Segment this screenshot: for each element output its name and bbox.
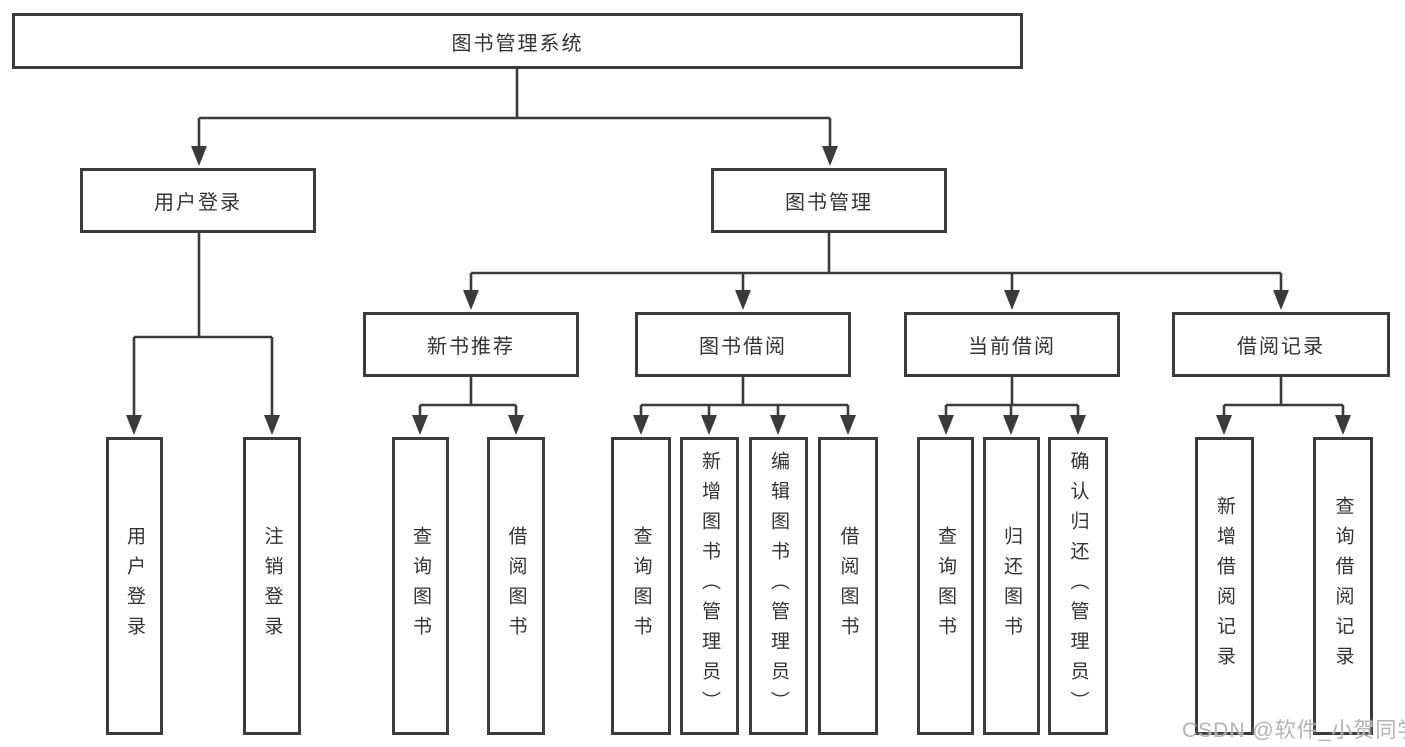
leaf-current-return-books: 归还图书 [983, 437, 1040, 735]
leaf-recommend-query-books-label: 查询图书 [410, 526, 431, 646]
arrowhead-icon [1273, 290, 1289, 310]
node-borrow-records: 借阅记录 [1172, 312, 1390, 377]
arrowhead-icon [1004, 290, 1020, 310]
leaf-recommend-query-books: 查询图书 [392, 437, 449, 735]
arrowhead-icon [1216, 415, 1232, 435]
arrowhead-icon [463, 290, 479, 310]
leaf-borrowing-add-books-admin: 新增图书（管理员） [680, 437, 739, 735]
node-book-borrowing-label: 图书借阅 [699, 336, 787, 358]
arrowhead-icon [191, 146, 207, 166]
connector-borrow-records [1216, 377, 1351, 435]
node-book-management: 图书管理 [711, 168, 947, 233]
leaf-current-confirm-return-admin: 确认归还（管理员） [1048, 437, 1108, 735]
node-current-borrowing-label: 当前借阅 [968, 336, 1056, 358]
arrowhead-icon [1335, 415, 1351, 435]
connector-user-login [126, 233, 280, 435]
arrowhead-icon [1070, 415, 1086, 435]
leaf-records-query-record: 查询借阅记录 [1313, 437, 1373, 735]
connector-book-borrowing [633, 377, 856, 435]
arrowhead-icon [840, 415, 856, 435]
arrowhead-icon [701, 415, 717, 435]
node-user-login-label: 用户登录 [154, 192, 242, 214]
connector-root [191, 69, 838, 166]
arrowhead-icon [822, 146, 838, 166]
leaf-recommend-borrow-books-label: 借阅图书 [505, 526, 527, 646]
node-new-book-recommend-label: 新书推荐 [427, 336, 515, 358]
leaf-logout: 注销登录 [243, 437, 301, 735]
arrowhead-icon [508, 415, 524, 435]
node-book-borrowing: 图书借阅 [635, 312, 851, 377]
leaf-records-add-record-label: 新增借阅记录 [1214, 496, 1235, 676]
leaf-records-query-record-label: 查询借阅记录 [1332, 496, 1354, 676]
leaf-current-confirm-return-admin-label: 确认归还（管理员） [1067, 451, 1089, 721]
leaf-user-login: 用户登录 [106, 437, 163, 735]
node-user-login: 用户登录 [80, 168, 316, 233]
leaf-borrowing-edit-books-admin: 编辑图书（管理员） [749, 437, 808, 735]
connector-book-management [463, 233, 1289, 310]
leaf-current-query-books: 查询图书 [917, 437, 974, 735]
leaf-borrowing-query-books: 查询图书 [611, 437, 671, 735]
arrowhead-icon [1003, 415, 1019, 435]
leaf-borrowing-borrow-books: 借阅图书 [818, 437, 878, 735]
node-book-management-label: 图书管理 [785, 192, 873, 214]
leaf-borrowing-edit-books-admin-label: 编辑图书（管理员） [768, 451, 789, 721]
node-current-borrowing: 当前借阅 [904, 312, 1120, 377]
arrowhead-icon [938, 415, 954, 435]
leaf-recommend-borrow-books: 借阅图书 [487, 437, 545, 735]
leaf-borrowing-query-books-label: 查询图书 [630, 526, 652, 646]
arrowhead-icon [633, 415, 649, 435]
arrowhead-icon [735, 290, 751, 310]
connector-new-book-recommend [412, 377, 524, 435]
leaf-current-return-books-label: 归还图书 [1001, 526, 1022, 646]
node-root-label: 图书管理系统 [451, 32, 584, 55]
node-root: 图书管理系统 [12, 13, 1023, 69]
leaf-borrowing-add-books-admin-label: 新增图书（管理员） [699, 451, 720, 721]
connector-current-borrowing [938, 377, 1086, 435]
leaf-current-query-books-label: 查询图书 [935, 526, 956, 646]
leaf-user-login-label: 用户登录 [124, 526, 145, 646]
leaf-logout-label: 注销登录 [261, 526, 283, 646]
node-new-book-recommend: 新书推荐 [363, 312, 579, 377]
arrowhead-icon [770, 415, 786, 435]
arrowhead-icon [412, 415, 428, 435]
arrowhead-icon [126, 415, 142, 435]
leaf-borrowing-borrow-books-label: 借阅图书 [837, 526, 859, 646]
leaf-records-add-record: 新增借阅记录 [1195, 437, 1254, 735]
arrowhead-icon [264, 415, 280, 435]
node-borrow-records-label: 借阅记录 [1237, 336, 1325, 358]
csdn-watermark: CSDN @软件_小贺同学 [1182, 719, 1405, 742]
